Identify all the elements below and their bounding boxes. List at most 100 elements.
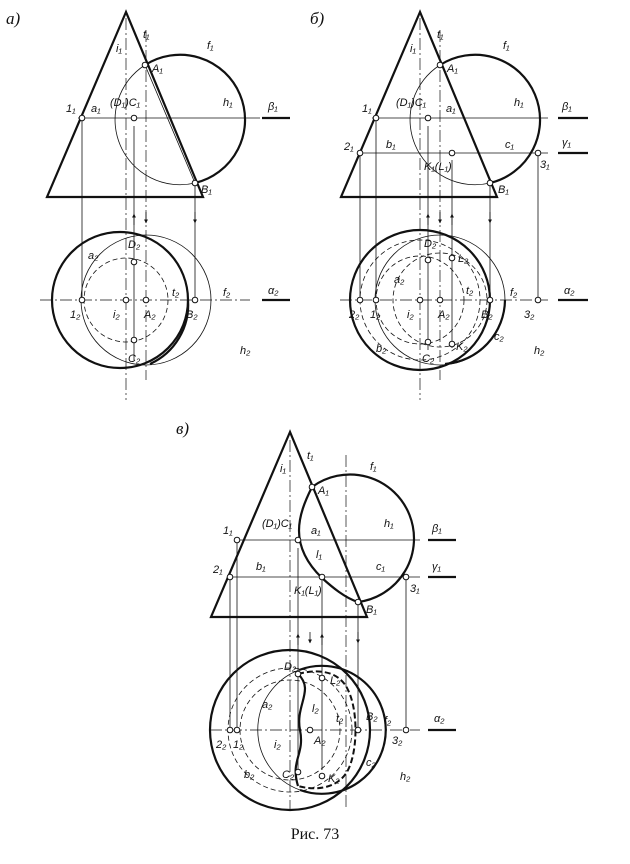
- point-k2: [318, 772, 326, 780]
- intersection-curve-top-hidden: [297, 670, 357, 790]
- point-3-2: [534, 296, 542, 304]
- label-t2: t₂: [466, 285, 474, 297]
- label-1-2: 1₂: [70, 309, 81, 321]
- point-2-2: [356, 296, 364, 304]
- label-alpha2: α₂: [268, 285, 279, 297]
- point-a1: [141, 61, 149, 69]
- label-i1: i₁: [410, 43, 416, 55]
- label-h1: h₁: [384, 518, 394, 530]
- label-1-1: 1₁: [223, 525, 233, 537]
- label-2-2: 2₂: [215, 739, 227, 751]
- point-k1: [448, 149, 456, 157]
- sphere-frontal-outline: [439, 53, 542, 185]
- point-3-1: [534, 149, 542, 157]
- point-a2: [306, 726, 314, 734]
- label-beta1: β₁: [431, 523, 442, 535]
- label-i2: i₂: [113, 309, 120, 321]
- intersection-curve-frontal: [298, 486, 359, 604]
- label-a2: a₂: [262, 699, 273, 711]
- label-a1-line: a₁: [446, 103, 456, 115]
- point-1-1: [78, 114, 86, 122]
- cone-frontal-view: [339, 9, 499, 199]
- label-b1-line: b₁: [386, 139, 396, 151]
- label-a1-line: a₁: [91, 103, 101, 115]
- label-h2: h₂: [240, 345, 251, 357]
- point-i2: [122, 296, 130, 304]
- label-t1: t₁: [307, 450, 314, 462]
- panel-v-label: в): [176, 419, 189, 438]
- point-3-1: [402, 573, 410, 581]
- point-2-1: [226, 573, 234, 581]
- point-k2: [448, 340, 456, 348]
- label-k2: K₂: [456, 341, 468, 353]
- label-f1: f₁: [370, 461, 377, 473]
- point-b2: [191, 296, 199, 304]
- point-c1: [424, 114, 432, 122]
- point-2-1: [356, 149, 364, 157]
- label-l2: L₂: [330, 675, 341, 687]
- label-t2: t₂: [172, 287, 180, 299]
- point-b2: [486, 296, 494, 304]
- sphere-frontal-outline: [311, 473, 416, 604]
- sphere-frontal-outline: [144, 53, 247, 185]
- panel-b: б): [310, 9, 588, 400]
- point-1-1: [233, 536, 241, 544]
- point-1-2: [78, 296, 86, 304]
- label-f2: f₂: [384, 715, 392, 727]
- label-b2: B₂: [366, 711, 378, 723]
- label-2-1: 2₁: [212, 564, 223, 576]
- label-d1c1: (D₁)C₁: [110, 97, 141, 109]
- label-h2: h₂: [400, 771, 411, 783]
- label-l2: L₂: [458, 253, 469, 265]
- label-i2: i₂: [274, 739, 281, 751]
- panel-a: а): [6, 9, 290, 400]
- point-c1: [130, 114, 138, 122]
- label-h1: h₁: [223, 97, 233, 109]
- label-3-2: 3₂: [524, 309, 535, 321]
- panel-a-label: а): [6, 9, 21, 28]
- figure-caption: Рис. 73: [290, 826, 340, 843]
- label-a2-point: A₂: [143, 309, 156, 321]
- label-i1: i₁: [280, 463, 286, 475]
- point-a2: [142, 296, 150, 304]
- label-b2: B₂: [481, 309, 493, 321]
- label-alpha2: α₂: [434, 713, 445, 725]
- label-b2-circle: b₂: [376, 343, 387, 355]
- sphere-hidden-arc: [114, 64, 196, 186]
- label-l1: l₁: [316, 549, 322, 561]
- point-d2: [130, 258, 138, 266]
- point-d2: [294, 670, 302, 678]
- label-b1: B₁: [201, 184, 212, 196]
- point-1-2: [233, 726, 241, 734]
- label-a2-point: A₂: [437, 309, 450, 321]
- point-c2: [294, 768, 302, 776]
- label-i2: i₂: [407, 309, 414, 321]
- sphere-top-outline-visible: [149, 299, 190, 366]
- label-f1: f₁: [207, 40, 214, 52]
- label-c2: C₂: [128, 353, 141, 365]
- label-b1-line: b₁: [256, 561, 266, 573]
- point-k1: [318, 573, 326, 581]
- sphere-top-outline-visible: [298, 664, 387, 795]
- label-2-2: 2₂: [348, 309, 360, 321]
- line-a1-b1: [144, 64, 196, 184]
- label-h2: h₂: [534, 345, 545, 357]
- label-a1-point: A₁: [446, 63, 458, 75]
- label-k2: K₂: [328, 773, 340, 785]
- label-a2: a₂: [394, 274, 405, 286]
- label-b1: B₁: [366, 604, 377, 616]
- point-l2: [448, 254, 456, 262]
- label-i1: i₁: [116, 43, 122, 55]
- sphere-hidden-arc: [409, 64, 491, 186]
- label-2-1: 2₁: [343, 141, 354, 153]
- label-3-1: 3₁: [540, 159, 550, 171]
- label-1-2: 1₂: [233, 739, 244, 751]
- label-f1: f₁: [503, 40, 510, 52]
- label-beta1: β₁: [561, 101, 572, 113]
- point-1-1: [372, 114, 380, 122]
- label-1-1: 1₁: [362, 103, 372, 115]
- label-c1: c₁: [376, 561, 386, 573]
- cone-frontal-view: [45, 9, 205, 199]
- point-1-2: [372, 296, 380, 304]
